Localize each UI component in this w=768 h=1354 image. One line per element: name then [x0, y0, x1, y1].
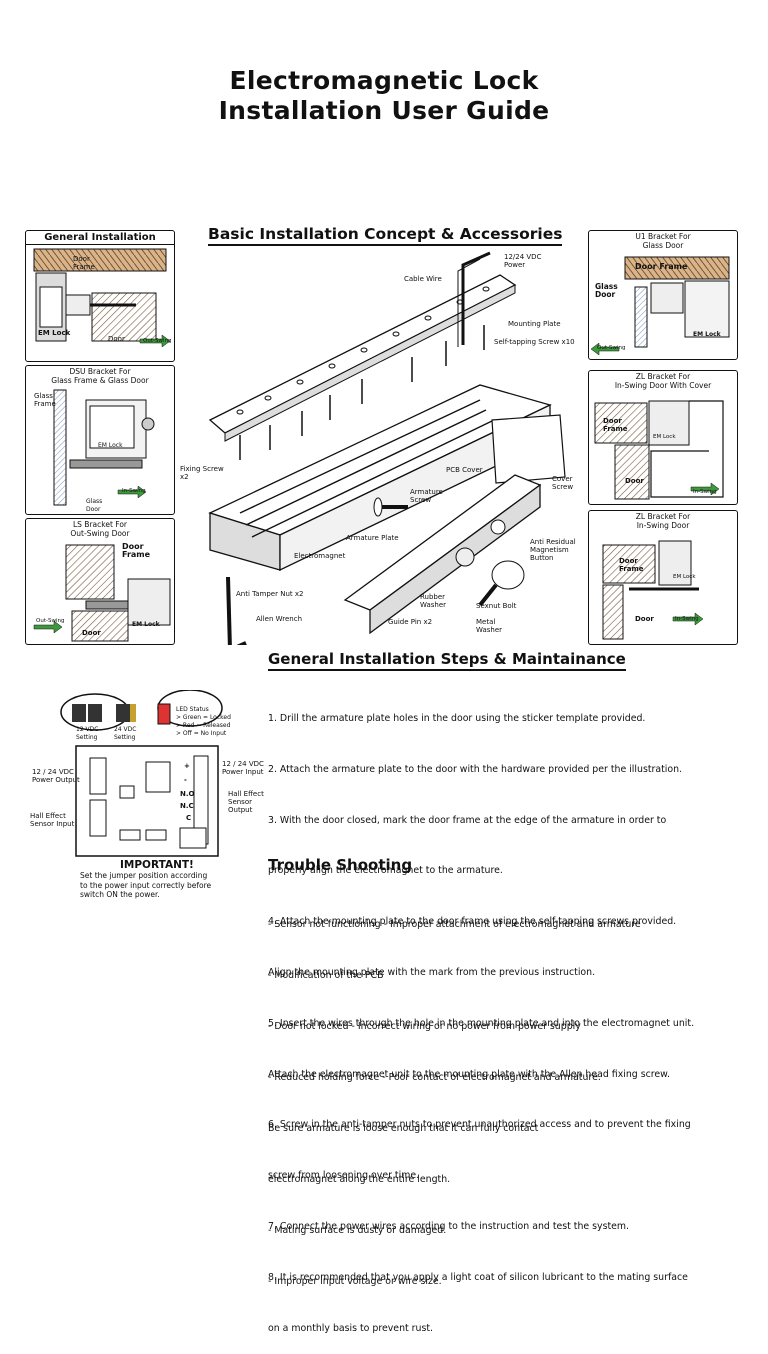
u1-bracket-panel: U1 Bracket For Glass Door Door Frame Gla… — [588, 230, 738, 360]
dsu-swing-label: In-Swing — [122, 488, 146, 494]
ls-bracket-panel: LS Bracket For Out-Swing Door Door Frame… — [25, 518, 175, 645]
terminal-no: N.O — [180, 790, 195, 798]
exploded-lock-diagram — [208, 251, 566, 645]
ls-door-label: Door — [82, 629, 101, 637]
trouble-line: electromagnet along the entire length. — [268, 1174, 451, 1185]
hall-input-label: Hall Effect Sensor Input — [30, 812, 75, 828]
label-self-tapping-screw: Self-tapping Screw x10 — [494, 338, 575, 346]
label-allen-wrench: Allen Wrench — [256, 615, 303, 623]
zl-cover-em-lock-label: EM Lock — [653, 434, 676, 440]
u1-bracket-title: U1 Bracket For Glass Door — [635, 232, 691, 250]
u1-glass-door-label: Glass Door — [595, 282, 618, 299]
v12-setting-label: 12 VDC Setting — [76, 726, 99, 741]
zl-cover-door-frame-label: Door Frame — [603, 417, 628, 433]
label-anti-residual: Anti Residual Magnetism Button — [530, 538, 576, 562]
page-title-line1: Electromagnetic Lock — [229, 66, 539, 95]
zl-bracket-panel: ZL Bracket For In-Swing Door Door Frame … — [588, 510, 738, 645]
zl-door-frame-label: Door Frame — [619, 557, 644, 573]
dsu-glass-door-label: Glass Door — [86, 498, 103, 513]
important-heading: IMPORTANT! — [120, 859, 194, 871]
trouble-line: - Modification of the PCB — [268, 970, 384, 981]
zl-swing-label: In-Swing — [675, 616, 699, 622]
label-cable-wire: Cable Wire — [404, 275, 442, 283]
wiring-diagram — [60, 690, 223, 857]
ls-swing-label: Out-Swing — [36, 618, 65, 624]
zl-cover-bracket-panel: ZL Bracket For In-Swing Door With Cover … — [588, 370, 738, 505]
ls-bracket-title: LS Bracket For Out-Swing Door — [70, 520, 130, 538]
general-door-frame-label: Door Frame — [73, 255, 95, 271]
step-line: 1. Drill the armature plate holes in the… — [268, 713, 646, 724]
trouble-list: - Sensor not functioning - Improper atta… — [268, 880, 641, 1307]
zl-door-label: Door — [635, 615, 654, 623]
label-metal-washer: Metal Washer — [476, 618, 503, 634]
zl-cover-swing-label: In-Swing — [693, 489, 717, 495]
step-line: Align the mounting plate with the mark f… — [268, 966, 596, 978]
label-sexnut-bolt: Sexnut Bolt — [476, 602, 517, 610]
general-installation-illustration — [33, 248, 171, 348]
terminal-minus: - — [184, 776, 187, 784]
dsu-bracket-title: DSU Bracket For Glass Frame & Glass Door — [51, 367, 149, 385]
u1-bracket-illustration — [590, 256, 730, 356]
label-power: 12/24 VDC Power — [504, 253, 542, 269]
step-line: properly align the electromagnet to the … — [268, 865, 503, 877]
zl-cover-bracket-title: ZL Bracket For In-Swing Door With Cover — [614, 372, 712, 390]
trouble-line: - Sensor not functioning - Improper atta… — [268, 919, 641, 930]
ls-em-lock-label: EM Lock — [132, 621, 160, 628]
label-electromagnet: Electromagnet — [294, 552, 346, 560]
power-input-label: 12 / 24 VDC Power Input — [222, 760, 264, 776]
label-fixing-screw: Fixing Screw x2 — [180, 465, 224, 481]
label-rubber-washer: Rubber Washer — [420, 593, 447, 609]
hall-output-label: Hall Effect Sensor Output — [228, 790, 264, 814]
general-swing-label: Out-Swing — [143, 338, 172, 344]
trouble-heading: Trouble Shooting — [268, 856, 413, 874]
step-line: on a monthly basis to prevent rust. — [268, 1322, 434, 1334]
zl-cover-door-label: Door — [625, 477, 644, 485]
led-status-label: LED Status > Green = Locked > Red = Rele… — [176, 706, 231, 737]
dsu-bracket-panel: DSU Bracket For Glass Frame & Glass Door… — [25, 365, 175, 515]
dsu-bracket-illustration — [53, 389, 155, 506]
u1-door-frame-label: Door Frame — [635, 262, 688, 271]
label-pcb-cover: PCB Cover — [446, 466, 483, 474]
general-installation-title: General Installation — [26, 231, 174, 245]
label-armature-plate: Armature Plate — [346, 534, 399, 542]
general-em-lock-label: EM Lock — [38, 329, 71, 337]
step-line: 3. With the door closed, mark the door f… — [268, 814, 667, 826]
terminal-nc: N.C — [180, 802, 194, 810]
zl-bracket-title: ZL Bracket For In-Swing Door — [635, 512, 691, 530]
label-mounting-plate: Mounting Plate — [508, 320, 561, 328]
terminal-c: C — [186, 814, 192, 822]
zl-cover-bracket-illustration — [594, 400, 724, 500]
v24-setting-label: 24 VDC Setting — [114, 726, 137, 741]
step-line: 2. Attach the armature plate to the door… — [268, 763, 683, 775]
ls-door-frame-label: Door Frame — [122, 542, 151, 559]
label-guide-pin: Guide Pin x2 — [388, 618, 433, 626]
page-title-line2: Installation User Guide — [218, 96, 550, 125]
terminal-plus: + — [184, 762, 190, 770]
basic-installation-heading: Basic Installation Concept & Accessories — [208, 225, 563, 246]
label-cover-screw: Cover Screw — [552, 475, 574, 491]
trouble-line: - Improper input voltage or wire size. — [268, 1276, 442, 1287]
u1-swing-label: Out-Swing — [597, 345, 626, 351]
step-line: 5. Insert the wires through the hole in … — [268, 1017, 695, 1029]
zl-em-lock-label: EM Lock — [673, 574, 696, 580]
dsu-glass-frame-label: Glass Frame — [34, 392, 56, 408]
general-door-label: Door — [108, 335, 125, 343]
trouble-line: - Door not locked - Incorrect wiring or … — [268, 1021, 581, 1032]
u1-em-lock-label: EM Lock — [693, 331, 721, 338]
step-line: 4. Attach the mounting plate to the door… — [268, 916, 677, 928]
steps-heading: General Installation Steps & Maintainanc… — [268, 650, 626, 671]
general-installation-panel: General Installation Door Frame EM Lock … — [25, 230, 175, 362]
trouble-line: - Reduced holding force - Poor contact o… — [268, 1072, 601, 1083]
important-note: Set the jumper position according to the… — [80, 871, 212, 899]
dsu-em-lock-label: EM Lock — [98, 442, 123, 449]
trouble-line: - Mating surface is dusty or damaged. — [268, 1225, 447, 1236]
label-anti-tamper-nut: Anti Tamper Nut x2 — [236, 590, 304, 598]
trouble-line: Be sure armature is loose enough that it… — [268, 1123, 539, 1134]
zl-bracket-illustration — [602, 540, 704, 640]
ls-bracket-illustration — [33, 544, 171, 642]
label-armature-screw: Armature Screw — [410, 488, 443, 504]
power-output-label: 12 / 24 VDC Power Output — [32, 768, 80, 784]
